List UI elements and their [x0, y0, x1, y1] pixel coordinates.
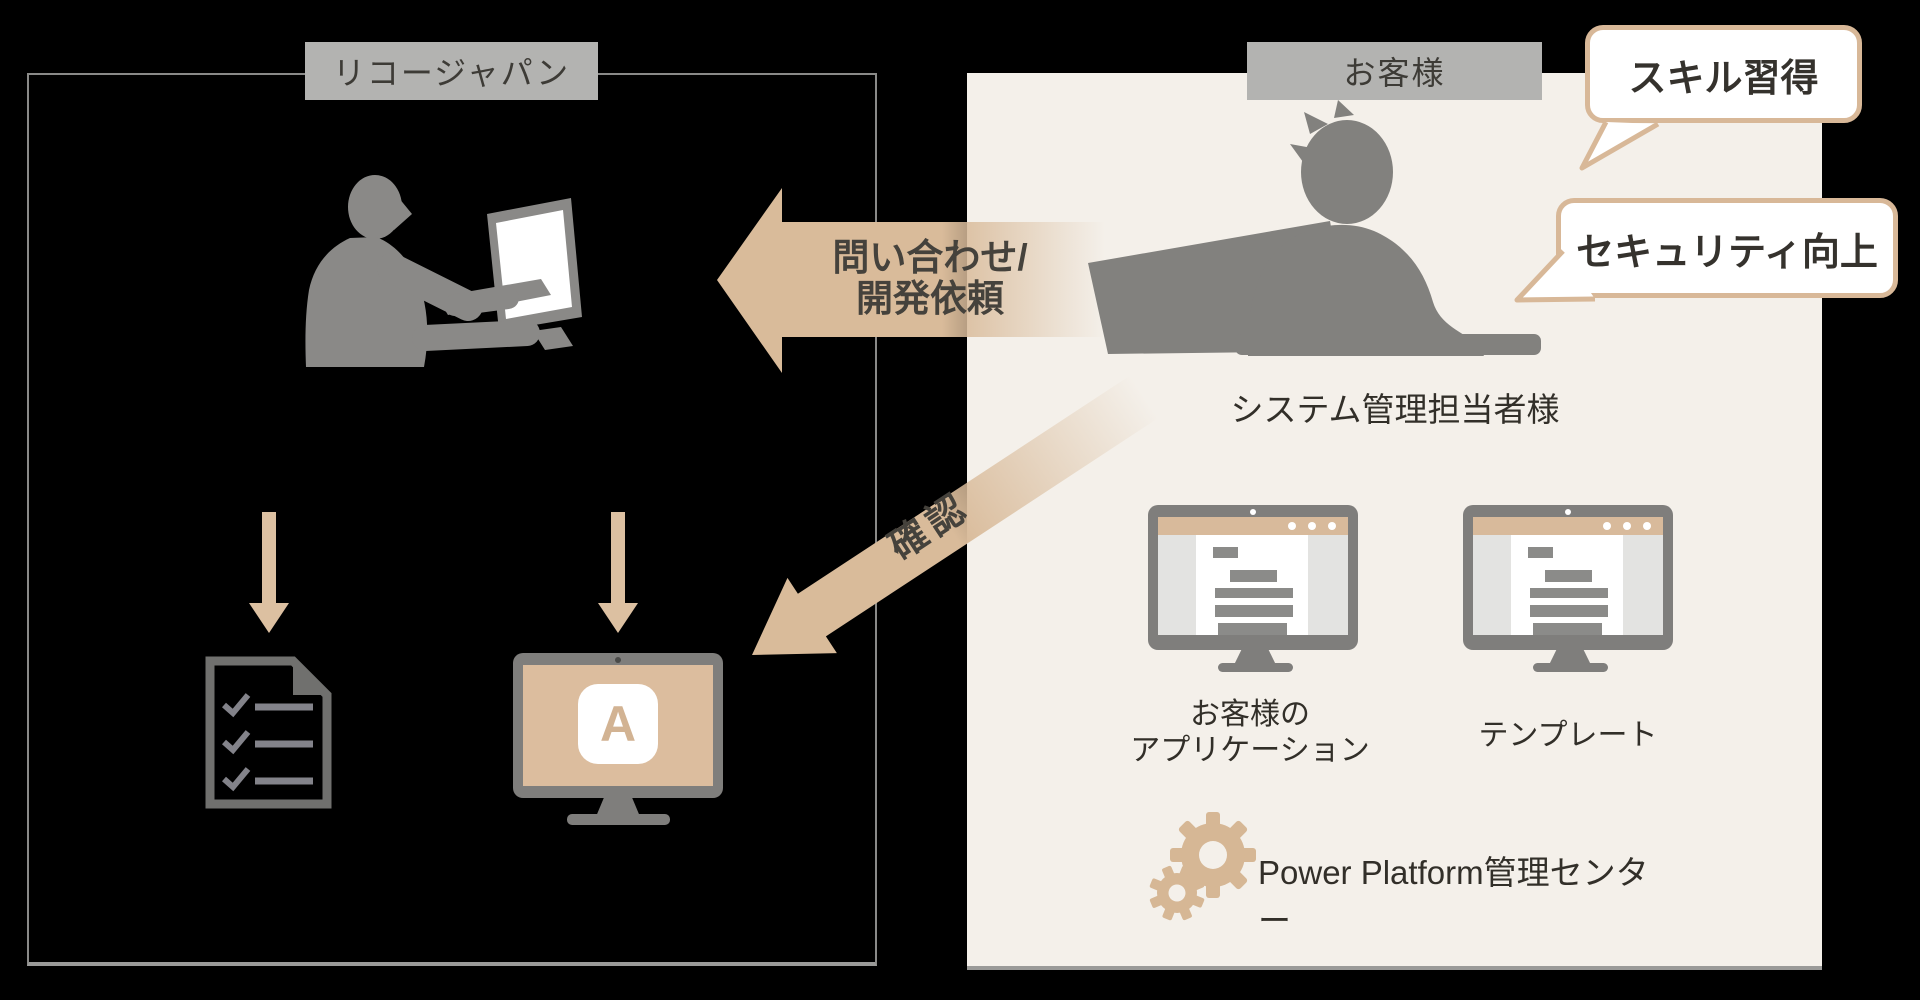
browser-titlebar: [1158, 517, 1348, 535]
window-dot-icon: [1643, 522, 1651, 530]
camera-dot-icon: [1250, 509, 1256, 515]
app-tile-icon: A: [578, 684, 658, 764]
customer-panel-label: お客様: [1247, 42, 1542, 100]
request-arrow-label: 問い合わせ/ 開発依頼: [780, 237, 1080, 319]
monitor-stand-base: [567, 814, 670, 825]
content-block: [1218, 623, 1287, 635]
confirm-arrow: [752, 375, 1159, 655]
monitor-stand-base: [1533, 663, 1608, 672]
customer-application-label-line1: お客様の: [1190, 698, 1310, 731]
content-block: [1230, 570, 1277, 582]
monitor-stand: [1233, 649, 1277, 667]
template-label: テンプレート: [1478, 719, 1658, 752]
security-bubble-text: セキュリティ向上: [1576, 231, 1878, 274]
gears-icon: [1149, 812, 1256, 921]
system-admin-label: システム管理担当者様: [1230, 391, 1560, 428]
skill-bubble-text: スキル習得: [1628, 57, 1819, 100]
down-arrow-icon: [598, 512, 638, 633]
window-dot-icon: [1308, 522, 1316, 530]
monitor-stand: [1548, 649, 1592, 667]
content-block: [1545, 570, 1592, 582]
customer-application-monitor-icon: [1148, 505, 1358, 685]
browser-screen: [1473, 517, 1663, 635]
sidebar-column: [1158, 535, 1196, 635]
content-block: [1215, 605, 1293, 617]
camera-dot-icon: [615, 657, 621, 663]
sidebar-column: [1623, 535, 1663, 635]
monitor-stand: [595, 797, 641, 819]
speech-bubble-tail: [1514, 249, 1596, 303]
window-dot-icon: [1603, 522, 1611, 530]
content-block: [1530, 588, 1608, 598]
window-dot-icon: [1328, 522, 1336, 530]
ricoh-japan-panel-label: リコージャパン: [305, 42, 598, 100]
sidebar-column: [1308, 535, 1348, 635]
request-arrow-label-line2: 開発依頼: [856, 278, 1004, 319]
content-block: [1533, 623, 1602, 635]
request-arrow-label-line1: 問い合わせ/: [832, 237, 1028, 278]
browser-screen: [1158, 517, 1348, 635]
window-dot-icon: [1288, 522, 1296, 530]
person-with-laptop-silhouette: [1088, 100, 1541, 356]
content-block: [1215, 588, 1293, 598]
down-arrow-icon: [249, 512, 289, 633]
content-block: [1213, 547, 1238, 558]
power-platform-admin-center-label: Power Platform管理センター: [1258, 854, 1649, 939]
document-checklist-icon: [205, 656, 332, 809]
sidebar-column: [1473, 535, 1511, 635]
person-at-desktop-silhouette: [305, 175, 582, 367]
application-monitor-icon: A: [513, 653, 723, 835]
app-letter: A: [599, 696, 637, 752]
browser-titlebar: [1473, 517, 1663, 535]
window-dot-icon: [1623, 522, 1631, 530]
content-block: [1528, 547, 1553, 558]
speech-bubble-tail: [1579, 120, 1660, 171]
template-monitor-icon: [1463, 505, 1673, 685]
skill-speech-bubble: スキル習得: [1579, 25, 1862, 171]
customer-application-label: お客様の アプリケーション: [1130, 697, 1370, 769]
customer-application-label-line2: アプリケーション: [1130, 734, 1370, 767]
ricoh-japan-panel: [27, 73, 877, 966]
monitor-stand-base: [1218, 663, 1293, 672]
request-arrow: [717, 188, 1105, 373]
security-speech-bubble: セキュリティ向上: [1514, 198, 1898, 303]
camera-dot-icon: [1565, 509, 1571, 515]
content-block: [1530, 605, 1608, 617]
